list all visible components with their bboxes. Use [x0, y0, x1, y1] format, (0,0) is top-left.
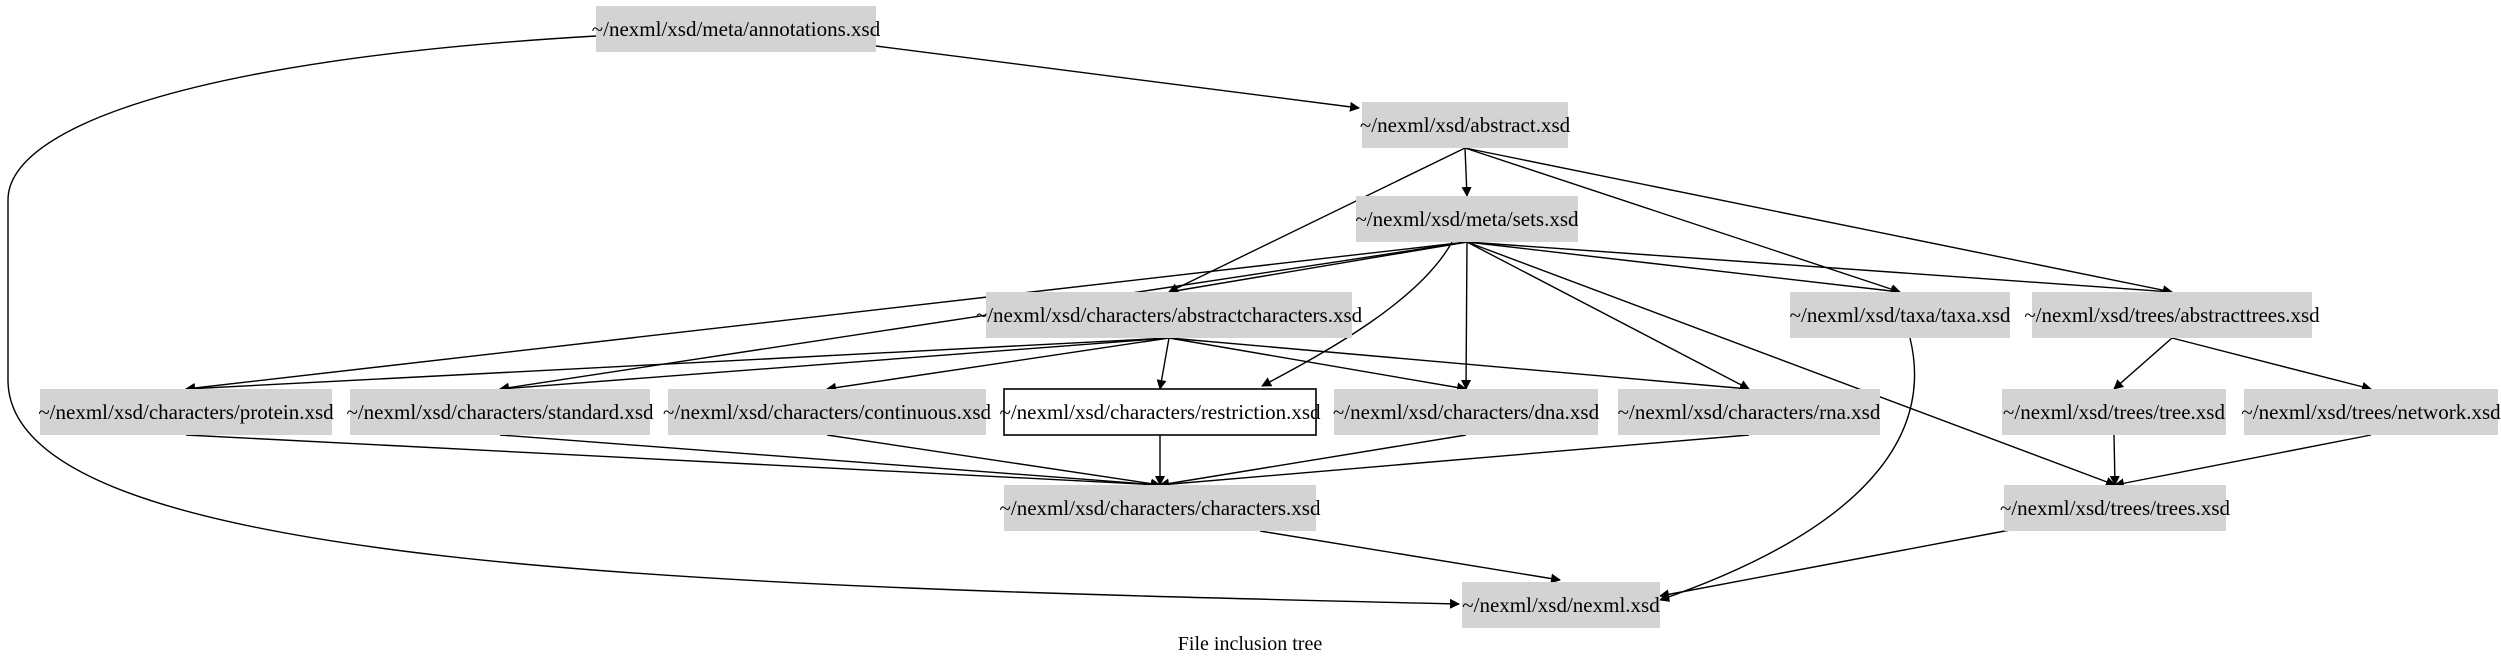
edge-abstractcharacters-to-restriction	[1156, 337, 1170, 390]
edge-rna-to-characters	[1159, 434, 1750, 490]
node-taxa: ~/nexml/xsd/taxa/taxa.xsd	[1790, 292, 2011, 338]
edge-taxa-to-nexml	[1659, 337, 1916, 602]
node-box-characters	[1004, 485, 1316, 531]
edge-abstractcharacters-to-dna	[1168, 337, 1467, 393]
edge-trees-to-nexml	[1659, 529, 2011, 600]
edge-standard-to-characters	[499, 434, 1161, 490]
nodes-layer: ~/nexml/xsd/meta/annotations.xsd ~/nexml/…	[38, 6, 2501, 628]
node-restriction: ~/nexml/xsd/characters/restriction.xsd	[999, 388, 1321, 436]
node-label-continuous: ~/nexml/xsd/characters/continuous.xsd	[663, 400, 992, 424]
node-protein: ~/nexml/xsd/characters/protein.xsd	[38, 389, 334, 435]
node-label-nexml: ~/nexml/xsd/nexml.xsd	[1462, 593, 1660, 617]
edge-abstractcharacters-to-protein	[185, 337, 1170, 394]
node-label-trees: ~/nexml/xsd/trees/trees.xsd	[2000, 496, 2231, 520]
edge-annotations-to-abstract	[875, 45, 1360, 112]
node-label-dna: ~/nexml/xsd/characters/dna.xsd	[1333, 400, 1600, 424]
edge-abstractcharacters-to-rna	[1168, 337, 1750, 394]
node-abstracttrees: ~/nexml/xsd/trees/abstracttrees.xsd	[2024, 292, 2320, 338]
edge-continuous-to-characters	[826, 434, 1161, 489]
node-label-restriction: ~/nexml/xsd/characters/restriction.xsd	[999, 400, 1321, 424]
edge-sets-to-trees	[1466, 241, 2116, 487]
edge-abstractcharacters-to-continuous	[826, 337, 1170, 393]
edge-tree-to-trees	[2109, 434, 2120, 486]
edge-characters-to-nexml	[1259, 530, 1561, 584]
edge-abstracttrees-to-tree	[2113, 337, 2173, 390]
edge-sets-to-rna	[1466, 241, 1750, 390]
node-box-taxa	[1790, 292, 2010, 338]
node-label-tree: ~/nexml/xsd/trees/tree.xsd	[2003, 400, 2225, 424]
node-sets: ~/nexml/xsd/meta/sets.xsd	[1355, 196, 1579, 242]
node-label-rna: ~/nexml/xsd/characters/rna.xsd	[1618, 400, 1881, 424]
node-nexml: ~/nexml/xsd/nexml.xsd	[1462, 582, 1660, 628]
node-rna: ~/nexml/xsd/characters/rna.xsd	[1618, 389, 1881, 435]
edge-sets-to-abstractcharacters	[1168, 241, 1468, 296]
node-box-annotations	[596, 6, 876, 52]
node-trees: ~/nexml/xsd/trees/trees.xsd	[2000, 485, 2231, 531]
edge-sets-to-restriction	[1261, 241, 1453, 387]
node-box-tree	[2002, 389, 2226, 435]
edge-abstracttrees-to-network	[2171, 337, 2372, 392]
node-label-characters: ~/nexml/xsd/characters/characters.xsd	[1000, 496, 1321, 520]
node-box-protein	[40, 389, 332, 435]
node-label-network: ~/nexml/xsd/trees/network.xsd	[2241, 400, 2501, 424]
node-label-abstract: ~/nexml/xsd/abstract.xsd	[1360, 113, 1571, 137]
node-continuous: ~/nexml/xsd/characters/continuous.xsd	[663, 389, 992, 435]
node-abstractcharacters: ~/nexml/xsd/characters/abstractcharacter…	[976, 292, 1363, 338]
node-tree: ~/nexml/xsd/trees/tree.xsd	[2002, 389, 2226, 435]
edge-dna-to-characters	[1159, 434, 1467, 489]
node-characters: ~/nexml/xsd/characters/characters.xsd	[1000, 485, 1321, 531]
edge-annotations-to-nexml	[7, 35, 1460, 609]
node-label-protein: ~/nexml/xsd/characters/protein.xsd	[38, 400, 334, 424]
node-label-taxa: ~/nexml/xsd/taxa/taxa.xsd	[1790, 303, 2011, 327]
edges-layer	[7, 35, 2372, 609]
node-box-nexml	[1462, 582, 1660, 628]
edge-protein-to-characters	[185, 434, 1161, 490]
edge-network-to-trees	[2114, 434, 2372, 489]
node-label-abstractcharacters: ~/nexml/xsd/characters/abstractcharacter…	[976, 303, 1363, 327]
node-box-trees	[2004, 485, 2226, 531]
node-box-sets	[1356, 196, 1578, 242]
node-box-restriction	[1003, 388, 1317, 436]
edge-sets-to-taxa	[1466, 241, 1901, 296]
edge-sets-to-dna	[1461, 241, 1472, 390]
node-box-rna	[1618, 389, 1880, 435]
node-box-standard	[350, 389, 650, 435]
node-network: ~/nexml/xsd/trees/network.xsd	[2241, 389, 2501, 435]
node-dna: ~/nexml/xsd/characters/dna.xsd	[1333, 389, 1600, 435]
edge-abstract-to-sets	[1461, 147, 1472, 197]
node-box-abstractcharacters	[986, 292, 1352, 338]
node-box-network	[2244, 389, 2498, 435]
edge-sets-to-abstracttrees	[1466, 241, 2173, 297]
diagram-caption: File inclusion tree	[1178, 633, 1323, 655]
node-label-abstracttrees: ~/nexml/xsd/trees/abstracttrees.xsd	[2024, 303, 2320, 327]
node-standard: ~/nexml/xsd/characters/standard.xsd	[346, 389, 654, 435]
node-label-annotations: ~/nexml/xsd/meta/annotations.xsd	[592, 17, 881, 41]
edge-abstract-to-abstractcharacters	[1168, 147, 1466, 293]
node-box-abstract	[1362, 102, 1568, 148]
node-abstract: ~/nexml/xsd/abstract.xsd	[1360, 102, 1571, 148]
node-label-sets: ~/nexml/xsd/meta/sets.xsd	[1355, 207, 1579, 231]
node-box-abstracttrees	[2032, 292, 2312, 338]
node-label-standard: ~/nexml/xsd/characters/standard.xsd	[346, 400, 654, 424]
edge-sets-to-protein	[185, 241, 1468, 393]
node-box-dna	[1334, 389, 1598, 435]
node-box-continuous	[668, 389, 986, 435]
edge-abstractcharacters-to-standard	[499, 337, 1170, 394]
edge-abstract-to-abstracttrees	[1464, 147, 2173, 296]
node-annotations: ~/nexml/xsd/meta/annotations.xsd	[592, 6, 881, 52]
